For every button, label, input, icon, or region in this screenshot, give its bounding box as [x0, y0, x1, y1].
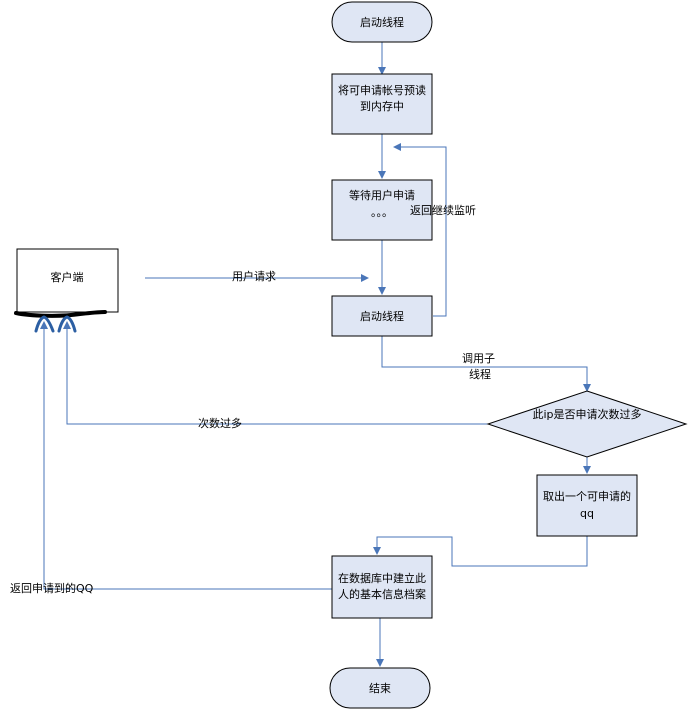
wait-process-label-line2: 。。。: [371, 206, 393, 219]
spawn-thread-process: 启动线程: [331, 295, 433, 337]
create-record-process-label-line2: 人的基本信息档案: [338, 587, 426, 601]
preload-process-label-line2: 到内存中: [360, 99, 404, 113]
arrow-spawn-back-to-wait: [393, 143, 447, 317]
check-decision-label: 此ip是否申请次数过多: [532, 407, 641, 421]
start-terminal: 启动线程: [331, 1, 433, 43]
label-continue-listen: 返回继续监听: [410, 203, 476, 217]
wait-process: 等待用户申请 。。。: [331, 179, 433, 241]
preload-process: 将可申请帐号预读 到内存中: [331, 73, 433, 135]
hand-arrowhead-right: [57, 315, 77, 333]
start-terminal-label: 启动线程: [360, 15, 404, 29]
ink-underline: [14, 310, 107, 318]
preload-process-label-line1: 将可申请帐号预读: [338, 83, 426, 97]
arrow-take-to-create: [373, 536, 588, 567]
end-terminal: 结束: [329, 667, 431, 709]
create-record-process: 在数据库中建立此 人的基本信息档案: [331, 555, 433, 619]
spawn-thread-process-label: 启动线程: [360, 309, 404, 323]
create-record-process-label-line1: 在数据库中建立此: [338, 571, 426, 585]
arrow-check-to-client: [63, 321, 488, 425]
end-terminal-label: 结束: [369, 682, 391, 695]
take-qq-process: 取出一个可申请的 qq: [536, 474, 638, 537]
client-box-label: 客户端: [51, 270, 84, 284]
check-decision: 此ip是否申请次数过多: [486, 390, 688, 458]
take-qq-process-label-line1: 取出一个可申请的: [543, 489, 631, 503]
label-call-child-line1: 调用子: [462, 352, 495, 365]
arrow-spawn-to-check: [381, 336, 591, 392]
hand-arrowhead-left: [34, 315, 55, 333]
label-call-child-line2: 线程: [469, 367, 491, 381]
wait-process-label-line1: 等待用户申请: [349, 188, 415, 202]
label-return-qq: 返回申请到的QQ: [10, 581, 94, 595]
label-user-request: 用户请求: [232, 269, 276, 283]
client-box: 客户端: [14, 248, 119, 333]
arrow-create-to-client: [40, 321, 332, 590]
label-too-many: 次数过多: [198, 416, 242, 430]
take-qq-process-label-line2: qq: [580, 507, 594, 520]
